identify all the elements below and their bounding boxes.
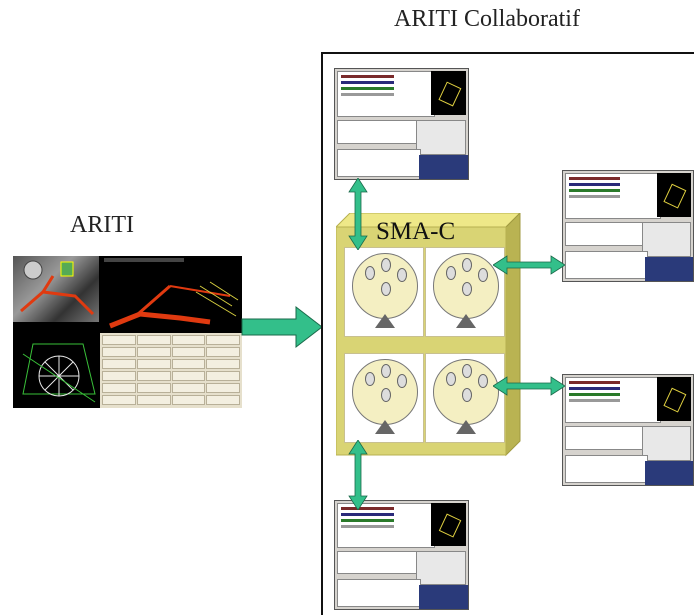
control-button[interactable] <box>206 335 240 345</box>
control-button[interactable] <box>171 371 206 381</box>
control-button[interactable] <box>136 359 171 369</box>
arrow-right-lower-client <box>493 376 565 396</box>
control-button[interactable] <box>206 395 240 405</box>
control-button[interactable] <box>171 335 206 345</box>
control-button[interactable] <box>136 371 171 381</box>
control-button[interactable] <box>171 395 206 405</box>
arrow-top-client <box>348 178 368 250</box>
control-button[interactable] <box>102 359 136 369</box>
control-button[interactable] <box>136 347 171 357</box>
control-button[interactable] <box>206 359 240 369</box>
control-button[interactable] <box>102 347 136 357</box>
agent-diagram-4 <box>425 353 505 443</box>
ariti-to-collab-arrow <box>241 305 323 349</box>
control-button[interactable] <box>136 335 171 345</box>
control-button[interactable] <box>102 371 136 381</box>
client-window-right-lower <box>562 374 694 486</box>
control-button[interactable] <box>136 383 171 393</box>
robot-camera-view <box>13 256 99 322</box>
agent-diagram-3 <box>344 353 424 443</box>
wireframe-view <box>13 324 99 408</box>
arrow-right-upper-client <box>493 255 565 275</box>
client-window-bottom <box>334 500 469 610</box>
control-button[interactable] <box>171 383 206 393</box>
ariti-control-panel <box>100 333 242 408</box>
control-button[interactable] <box>171 359 206 369</box>
sma-c-label: SMA-C <box>376 218 456 245</box>
control-button[interactable] <box>102 335 136 345</box>
title-ariti-collaboratif: ARITI Collaboratif <box>394 6 580 32</box>
virtual-robot-view <box>100 256 242 332</box>
ariti-screenshot <box>13 256 242 408</box>
control-button[interactable] <box>206 371 240 381</box>
title-ariti: ARITI <box>70 212 134 238</box>
control-button[interactable] <box>206 347 240 357</box>
control-button[interactable] <box>136 395 171 405</box>
control-button[interactable] <box>206 383 240 393</box>
agent-diagram-2 <box>425 247 505 337</box>
agent-diagram-1 <box>344 247 424 337</box>
client-window-top <box>334 68 469 180</box>
control-button[interactable] <box>102 395 136 405</box>
control-button[interactable] <box>102 383 136 393</box>
control-button[interactable] <box>171 347 206 357</box>
arrow-bottom-client <box>348 440 368 510</box>
client-window-right-upper <box>562 170 694 282</box>
